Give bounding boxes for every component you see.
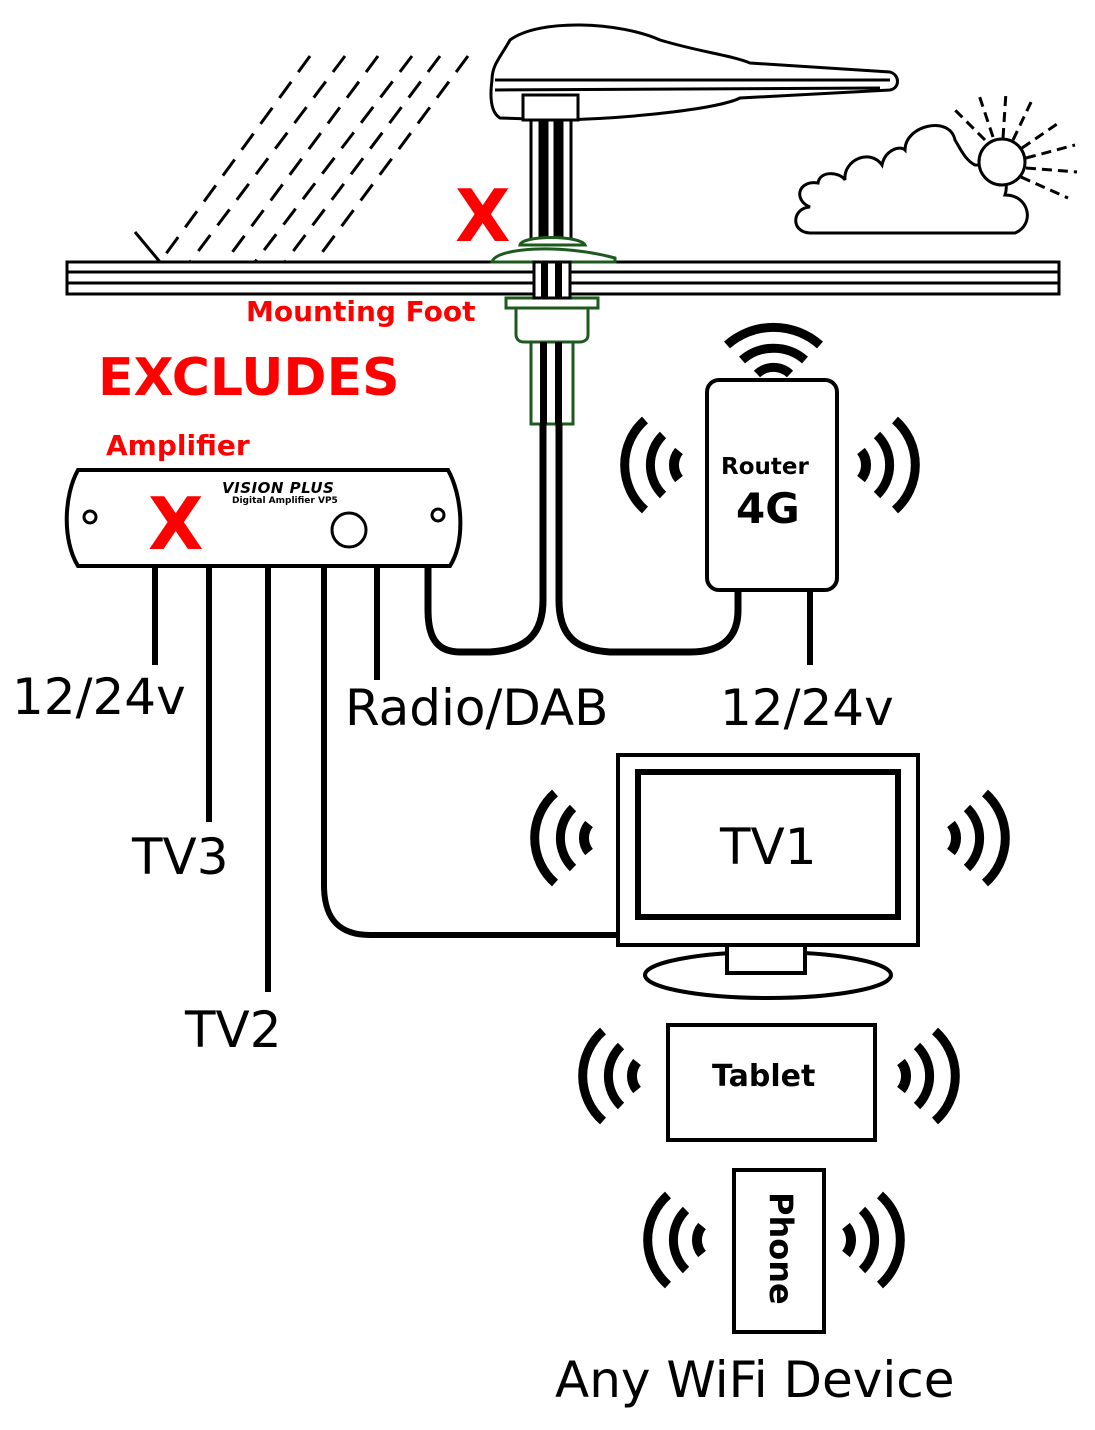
excludes-heading: EXCLUDES	[98, 348, 400, 408]
wifi-signal-icon-phone-left	[648, 1195, 702, 1285]
amplifier-label: Amplifier	[106, 429, 250, 462]
wifi-signal-icon-router-top	[724, 322, 823, 378]
wifi-signal-icon-router-left	[625, 420, 679, 510]
router-label: Router	[721, 454, 809, 480]
wifi-signal-icon-tablet-left	[583, 1031, 637, 1121]
mounting-foot	[490, 236, 617, 426]
tv-icon	[535, 753, 1006, 1000]
tablet-icon	[583, 1023, 956, 1142]
amplifier-model: Digital Amplifier VP5	[232, 496, 338, 506]
router-power-label: 12/24v	[720, 679, 894, 737]
amplifier-icon	[64, 468, 463, 568]
router-icon	[625, 322, 916, 665]
antenna-icon	[489, 23, 899, 242]
rain-icon	[133, 55, 470, 263]
amplifier-outputs	[152, 566, 618, 992]
wifi-signal-icon-router-right	[861, 420, 915, 510]
sun-icon	[951, 91, 1078, 200]
amplifier-power-label: 12/24v	[12, 668, 186, 726]
radio-dab-label: Radio/DAB	[345, 679, 609, 737]
wifi-signal-icon-phone-right	[846, 1195, 900, 1285]
phone-icon	[648, 1168, 901, 1334]
amplifier-brand: VISION PLUS	[222, 479, 335, 497]
amplifier-excluded-mark: X	[148, 482, 204, 566]
any-wifi-device-caption: Any WiFi Device	[555, 1351, 955, 1409]
wifi-signal-icon-tablet-right	[901, 1031, 955, 1121]
tablet-label: Tablet	[712, 1059, 816, 1094]
tv1-label: TV1	[720, 818, 817, 876]
tv3-label: TV3	[132, 828, 229, 886]
mounting-foot-label: Mounting Foot	[246, 295, 476, 328]
phone-label: Phone	[762, 1192, 800, 1305]
wifi-signal-icon-tv-right	[951, 793, 1005, 883]
wifi-signal-icon-tv-left	[535, 793, 589, 883]
router-type: 4G	[736, 484, 800, 533]
tv2-label: TV2	[185, 1001, 282, 1059]
mounting-foot-excluded-mark: X	[455, 174, 511, 258]
antenna-cable	[424, 424, 742, 656]
